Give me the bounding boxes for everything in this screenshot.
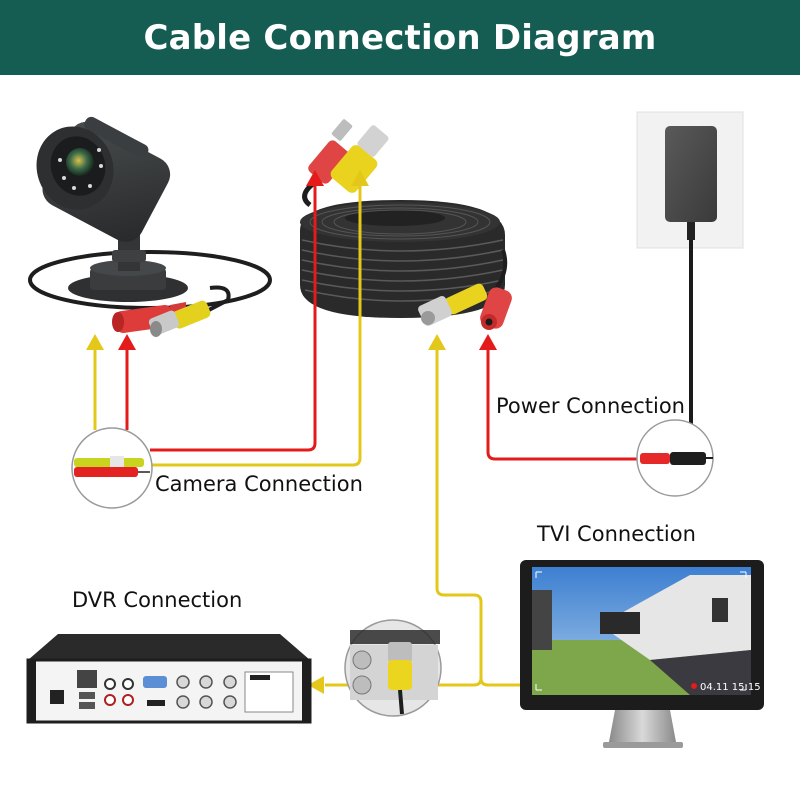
power-adapter: [636, 111, 744, 430]
cable-top-dc-plug: [308, 119, 353, 184]
arrow-left-icon: [308, 676, 324, 694]
tvi-monitor: 04.11 15:15: [520, 560, 764, 748]
page-title: Cable Connection Diagram: [143, 17, 657, 58]
arrow-up-icon: [351, 170, 369, 186]
dvr-video-line: [325, 677, 483, 687]
camera-connection-magnifier: [71, 427, 153, 509]
dvr-connection-label: DVR Connection: [72, 588, 243, 612]
tvi-connection-label: TVI Connection: [537, 522, 696, 546]
tvi-video-line: [435, 345, 520, 687]
cable-top-video-line: [150, 185, 362, 467]
arrow-up-icon: [479, 334, 497, 350]
monitor-timestamp: 04.11 15:15: [700, 682, 761, 693]
extension-cable-coil: [300, 119, 512, 330]
power-connection-magnifier: [636, 419, 714, 497]
bullet-camera: [28, 116, 272, 337]
dvr-connection-magnifier: [344, 619, 442, 717]
cable-top-bnc-plug: [330, 125, 389, 193]
cable-top-power-line: [150, 185, 317, 452]
arrow-up-icon: [428, 334, 446, 350]
arrow-up-icon: [306, 170, 324, 186]
title-banner: Cable Connection Diagram: [0, 0, 800, 75]
dvr-recorder: [26, 634, 312, 724]
power-connection-label: Power Connection: [496, 394, 685, 418]
cable-bottom-bnc-plug: [418, 283, 488, 326]
cable-bottom-dc-jack: [480, 287, 512, 330]
camera-bnc-connector: [148, 300, 211, 337]
camera-connection-label: Camera Connection: [155, 472, 363, 496]
recording-indicator-icon: [691, 683, 697, 689]
power-line: [486, 345, 640, 461]
arrow-up-icon: [118, 334, 136, 350]
arrow-up-icon: [86, 334, 104, 350]
